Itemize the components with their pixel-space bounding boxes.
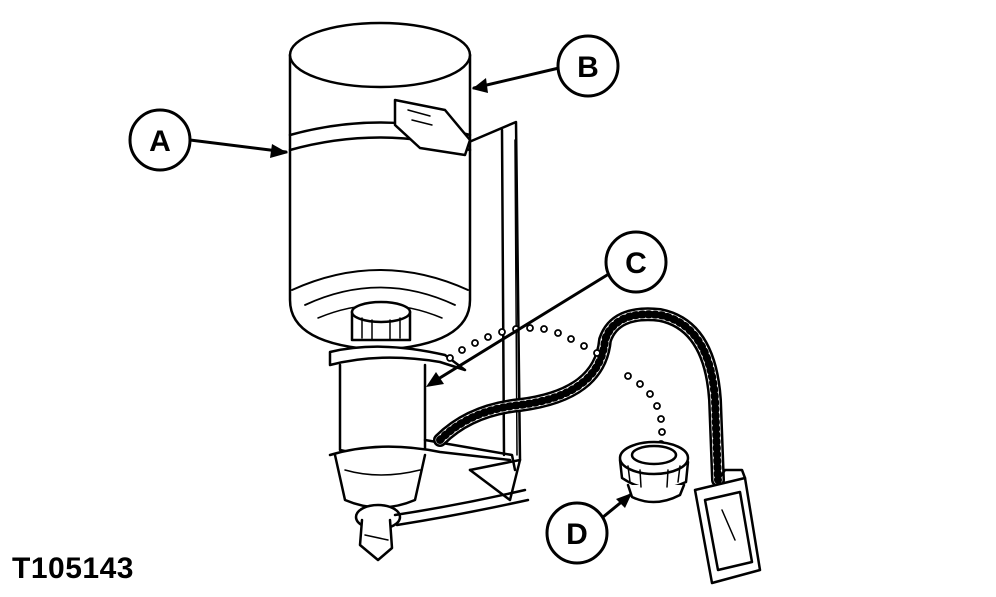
figure-id-label: T105143 (12, 552, 134, 585)
wiring-harness (433, 307, 725, 487)
dust-cap (618, 440, 690, 504)
callout-d: D (545, 501, 609, 565)
callout-a-label: A (149, 125, 171, 158)
clamp-band (288, 98, 472, 157)
callout-c: C (604, 230, 668, 294)
tether-chain (446, 324, 666, 448)
callout-arrowheads (270, 78, 632, 508)
callout-b: B (556, 34, 620, 98)
electrical-connector (693, 468, 762, 585)
filter-neck (350, 300, 412, 342)
callout-b-label: B (577, 51, 599, 84)
drain-valve (354, 488, 530, 562)
callout-d-label: D (566, 518, 588, 551)
callout-a: A (128, 108, 192, 172)
filter-base (328, 345, 517, 509)
callout-c-label: C (625, 247, 647, 280)
